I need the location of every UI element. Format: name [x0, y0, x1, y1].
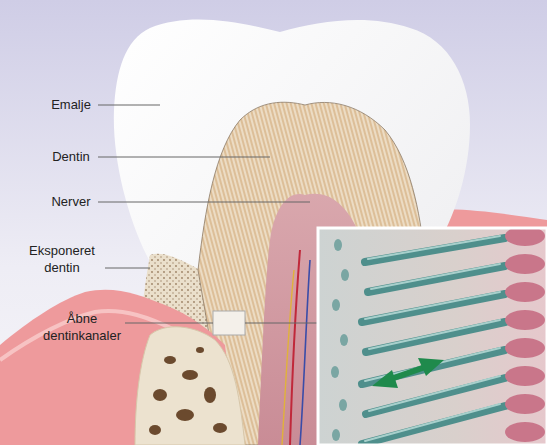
flow-arrow	[372, 358, 444, 388]
inset-border	[318, 228, 547, 445]
nerve-fiber	[282, 270, 294, 445]
magnify-marker	[213, 311, 245, 335]
part-label: Dentin	[44, 148, 98, 165]
leader-lines	[98, 105, 352, 323]
blood-vessel	[290, 250, 300, 445]
magnified-inset	[318, 228, 547, 445]
bone	[135, 327, 245, 445]
part-label: Åbne dentinkanaler	[38, 310, 126, 344]
part-label: Nerver	[44, 193, 98, 210]
part-label: Eksponeret dentin	[20, 242, 104, 276]
part-label: Emalje	[44, 96, 98, 113]
blood-vessel	[300, 260, 310, 445]
bone-pores	[149, 347, 227, 435]
